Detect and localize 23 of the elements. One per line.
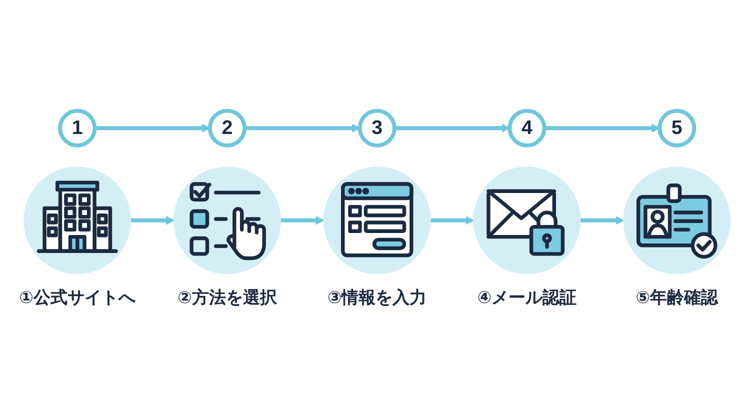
arrow — [94, 124, 210, 132]
step-caption: ②方法を選択 — [178, 288, 277, 308]
arrow — [430, 216, 474, 225]
arrow — [544, 124, 660, 132]
node-circle: 4 — [508, 108, 546, 148]
node-circle — [174, 166, 281, 274]
step-caption: ⑤年齢確認 — [636, 288, 718, 308]
arrow — [280, 216, 324, 225]
arrow — [394, 124, 510, 132]
node-circle: 1 — [58, 108, 97, 148]
arrow — [580, 216, 624, 225]
step-caption: ③情報を入力 — [328, 288, 427, 308]
node-circle: 2 — [208, 108, 247, 148]
arrow — [130, 216, 174, 225]
step-caption: ④メール認証 — [477, 288, 577, 308]
node-circle: 3 — [358, 108, 396, 148]
arrow — [244, 124, 360, 132]
node-circle — [323, 166, 431, 274]
node-circle — [24, 166, 132, 274]
node-circle — [473, 166, 581, 274]
step-caption: ①公式サイトへ — [19, 288, 136, 308]
node-circle — [623, 166, 731, 274]
node-circle: 5 — [658, 108, 696, 148]
